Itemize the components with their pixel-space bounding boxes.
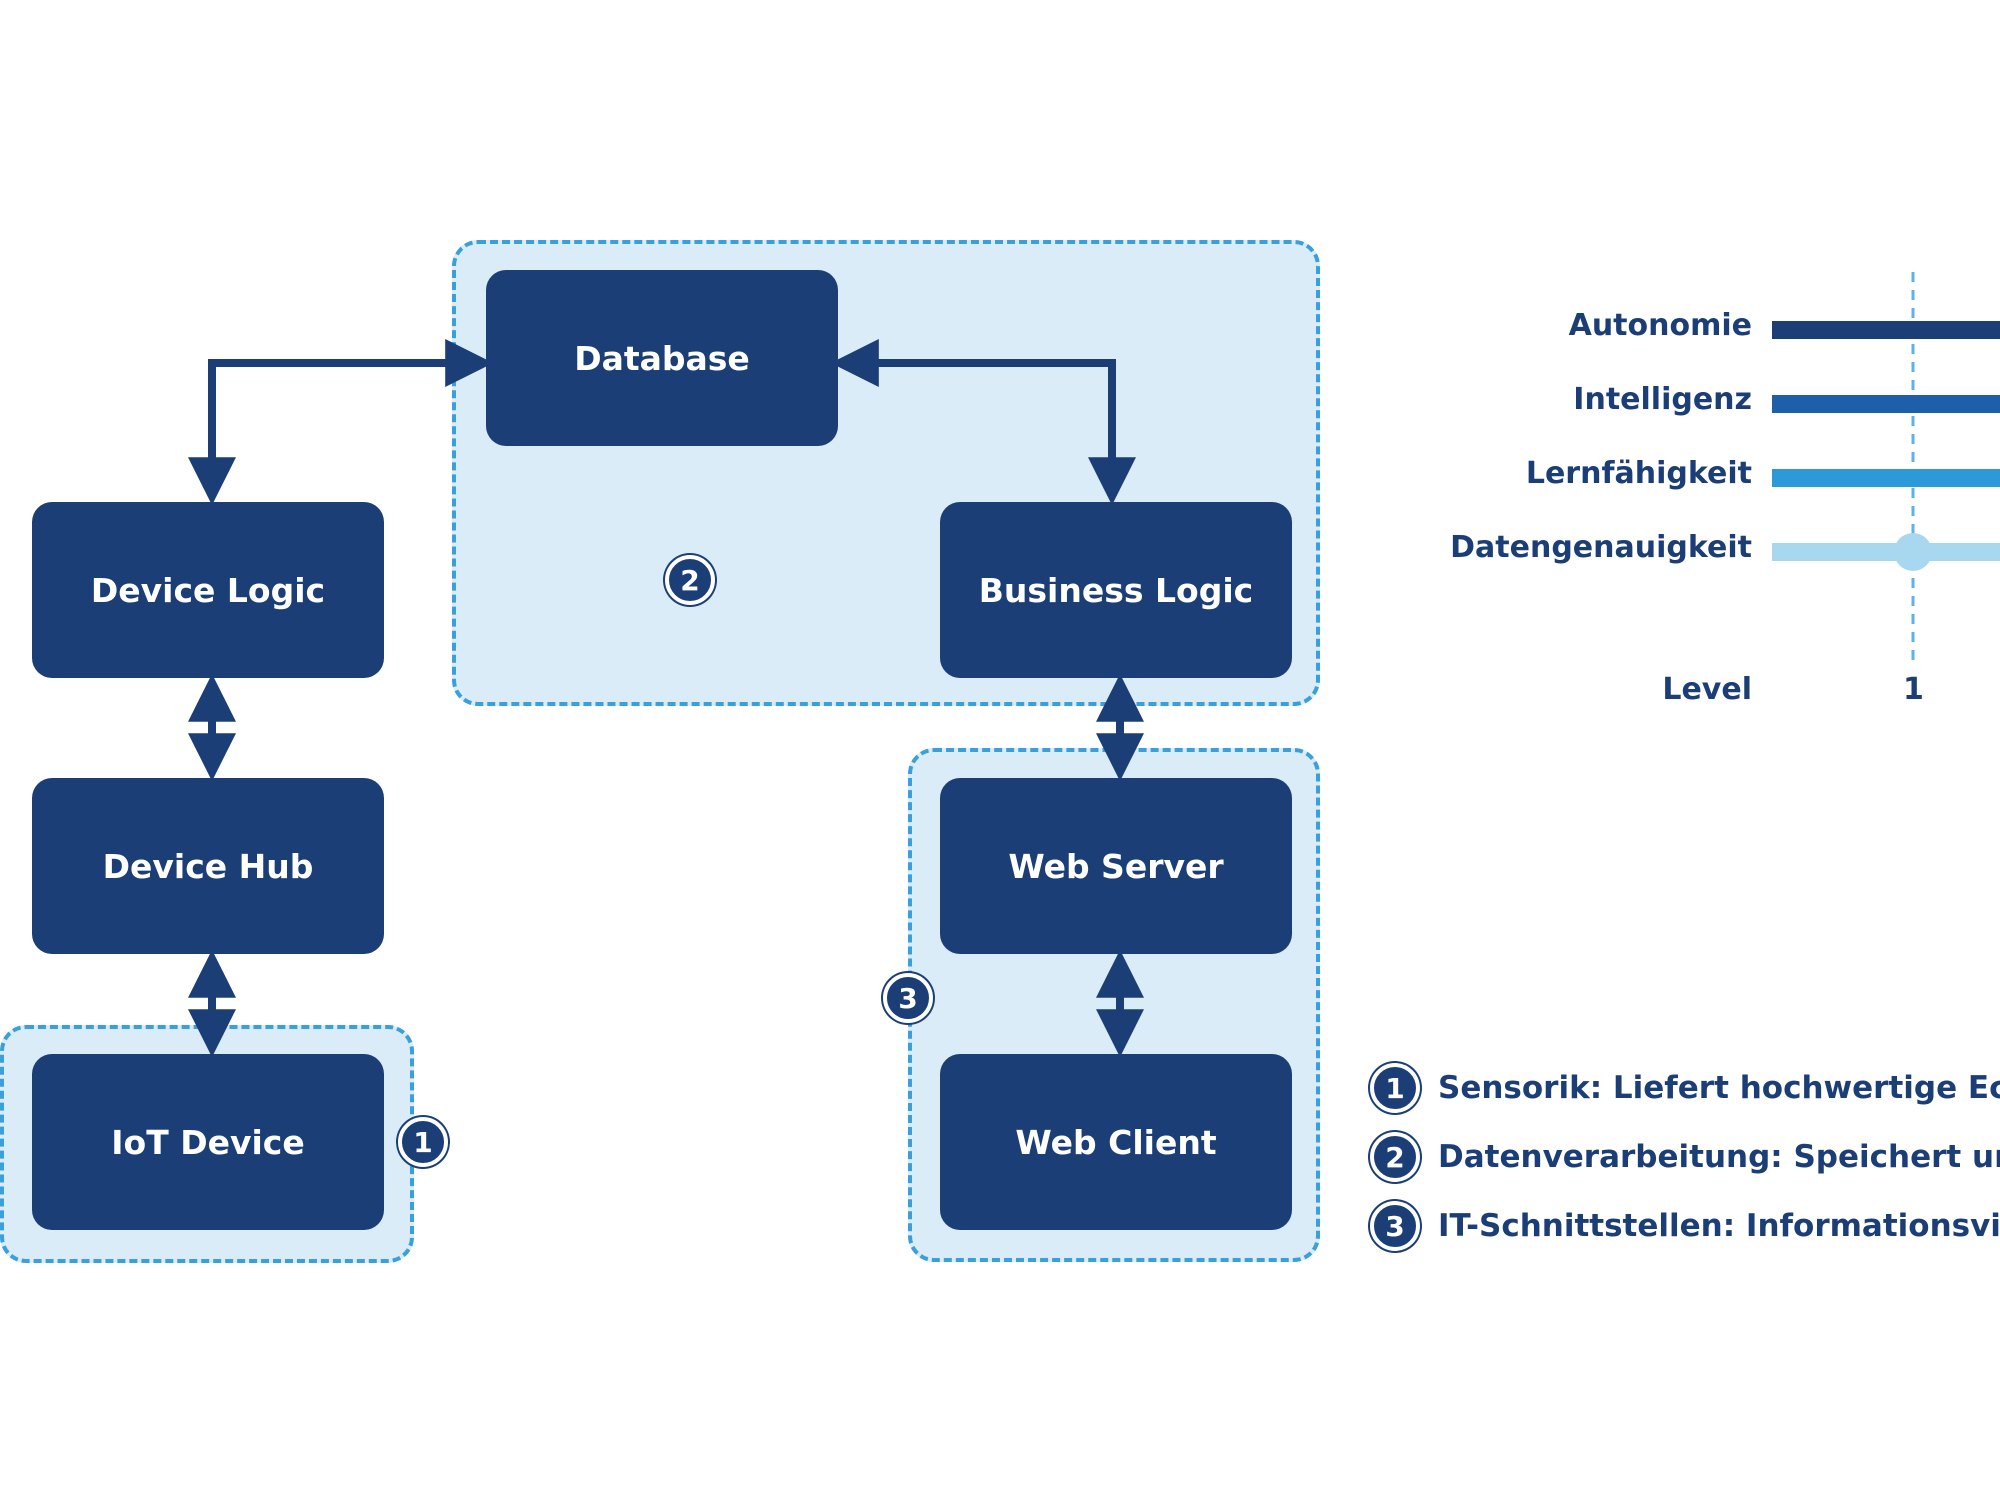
legend-badge-1: 1: [1370, 1063, 1420, 1113]
criteria-label-lernfaehigkeit: Lernfähigkeit: [1525, 456, 1752, 491]
device-hub-label: Device Hub: [102, 846, 314, 886]
legend-item-it-schnittstellen: 3 IT-Schnittstellen: Informationsvisua: [1370, 1201, 2000, 1251]
legend-badge-2: 2: [1370, 1132, 1420, 1182]
device-hub-node: Device Hub: [32, 778, 384, 954]
iot-device-label: IoT Device: [111, 1122, 305, 1162]
business-logic-label: Business Logic: [978, 570, 1254, 610]
badge-sensorik: 1: [398, 1117, 448, 1167]
legend-text-it-schnittstellen: IT-Schnittstellen: Informationsvisua: [1438, 1208, 2000, 1244]
business-logic-node: Business Logic: [940, 502, 1292, 678]
badge-it-interfaces: 3: [883, 973, 933, 1023]
database-node: Database: [486, 270, 838, 446]
web-server-label: Web Server: [1008, 846, 1224, 886]
criteria-label-intelligenz: Intelligenz: [1573, 382, 1752, 417]
criteria-label-datengenauigkeit: Datengenauigkeit: [1450, 530, 1752, 565]
criteria-bar-datengenauigkeit: [1772, 543, 2000, 561]
web-client-label: Web Client: [1015, 1122, 1217, 1162]
legend-item-datenverarbeitung: 2 Datenverarbeitung: Speichert und: [1370, 1132, 2000, 1182]
badge-data-processing: 2: [665, 555, 715, 605]
criteria-marker-datengenauigkeit: [1894, 533, 1932, 571]
criteria-bar-autonomie: [1772, 321, 2000, 339]
legend-badge-3: 3: [1370, 1201, 1420, 1251]
legend-text-datenverarbeitung: Datenverarbeitung: Speichert und: [1438, 1139, 2000, 1175]
device-logic-label: Device Logic: [90, 570, 326, 610]
legend-text-sensorik: Sensorik: Liefert hochwertige Echtz: [1438, 1070, 2000, 1106]
arrow-devicelogic-database: [188, 339, 494, 506]
legend-item-sensorik: 1 Sensorik: Liefert hochwertige Echtz: [1370, 1063, 2000, 1113]
database-label: Database: [574, 338, 750, 378]
criteria-bar-intelligenz: [1772, 395, 2000, 413]
level-tick-1: 1: [1903, 672, 1924, 707]
criteria-bar-lernfaehigkeit: [1772, 469, 2000, 487]
web-client-node: Web Client: [940, 1054, 1292, 1230]
web-server-node: Web Server: [940, 778, 1292, 954]
device-logic-node: Device Logic: [32, 502, 384, 678]
criteria-label-autonomie: Autonomie: [1568, 308, 1752, 343]
level-axis-label: Level: [1662, 672, 1752, 707]
iot-device-node: IoT Device: [32, 1054, 384, 1230]
